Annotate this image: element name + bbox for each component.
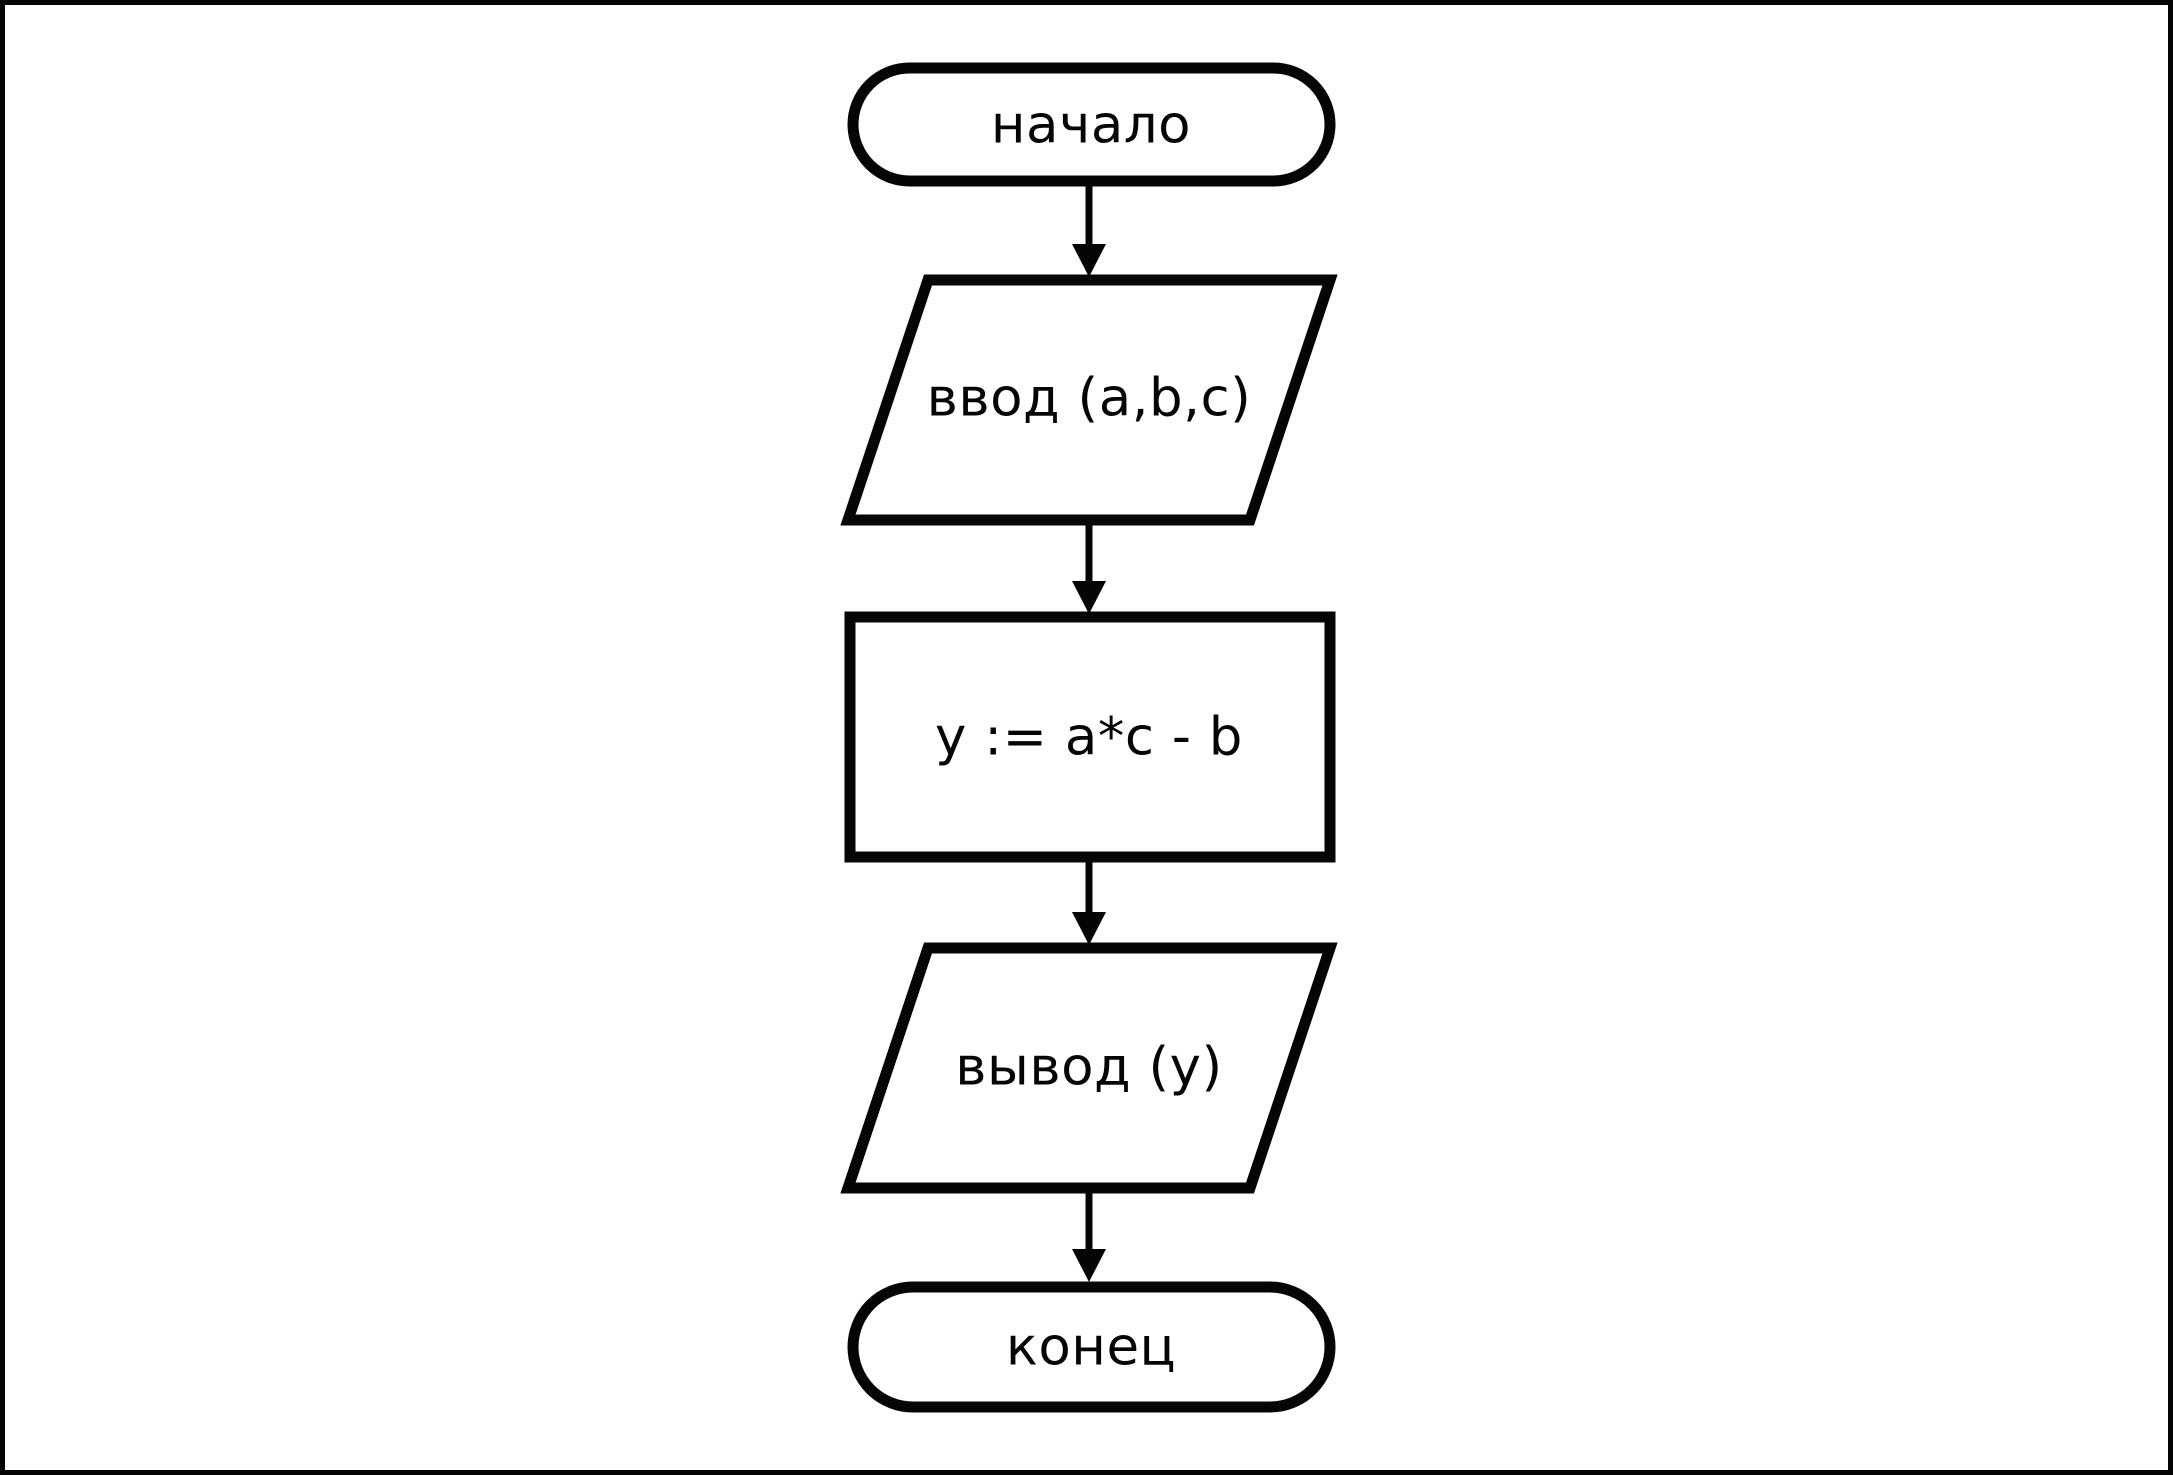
node-end[interactable]: конец — [847, 1281, 1336, 1413]
input-label: ввод (a,b,c) — [927, 368, 1252, 429]
arrowhead-icon — [1072, 912, 1106, 945]
process-label: y := a*c - b — [935, 707, 1243, 768]
arrowhead-icon — [1072, 244, 1106, 277]
node-process[interactable]: y := a*c - b — [844, 611, 1336, 863]
edge-input-to-process — [1072, 520, 1106, 614]
node-output[interactable]: вывод (y) — [840, 942, 1338, 1194]
end-terminator-label: конец — [1006, 1317, 1176, 1378]
edge-output-to-end — [1072, 1188, 1106, 1282]
arrowhead-icon — [1072, 581, 1106, 614]
output-parallelogram-shape — [840, 942, 1338, 1194]
output-label: вывод (y) — [955, 1037, 1222, 1098]
process-rect-shape — [844, 611, 1336, 863]
edge-start-to-input — [1072, 181, 1106, 277]
start-terminator-label: начало — [991, 95, 1191, 156]
node-start[interactable]: начало — [847, 62, 1336, 187]
input-parallelogram-shape — [840, 274, 1338, 526]
arrowhead-icon — [1072, 1249, 1106, 1282]
edge-process-to-output — [1072, 857, 1106, 945]
node-input[interactable]: ввод (a,b,c) — [840, 274, 1338, 526]
end-terminator-shape — [847, 1281, 1336, 1413]
